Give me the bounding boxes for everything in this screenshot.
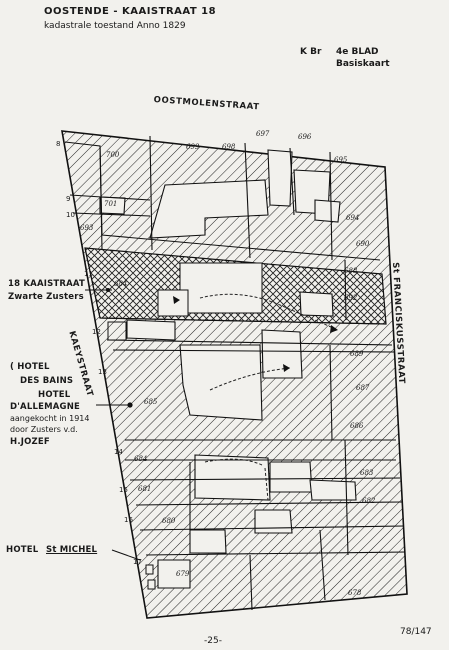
- ref-left: K Br: [300, 47, 322, 57]
- map-subtitle: kadastrale toestand Anno 1829: [44, 21, 186, 31]
- parcel-number: 693: [80, 224, 94, 232]
- hotel-allemagne-label-1: HOTEL: [38, 390, 71, 400]
- house-number: 12: [92, 328, 101, 336]
- document-reference: 78/147: [400, 627, 432, 637]
- purchase-note-1: aangekocht in 1914: [10, 414, 90, 423]
- house-number: 17: [133, 558, 142, 566]
- parcel-number: 687: [356, 384, 370, 392]
- ref-right: 4e BLAD: [336, 47, 379, 57]
- ref-sub: Basiskaart: [336, 59, 390, 69]
- parcel-number: 698: [222, 143, 236, 151]
- parcel-number: 694: [346, 214, 360, 222]
- parcel-number: 697: [256, 130, 270, 138]
- parcel-number: 682: [362, 497, 376, 505]
- parcel-number: 685: [144, 398, 158, 406]
- hotel-michel-name: St MICHEL: [46, 545, 98, 555]
- hotel-bains-label-2: DES BAINS: [20, 376, 74, 386]
- page-number: -25-: [204, 636, 222, 646]
- kaaistraat-label: 18 KAAISTRAAT: [8, 279, 86, 289]
- courtyard-center: [179, 344, 263, 421]
- parcel-number: 686: [350, 422, 364, 430]
- map-title: OOSTENDE - KAAISTRAAT 18: [44, 6, 217, 17]
- house-number: 11: [84, 270, 93, 278]
- parcel-number: 690: [356, 240, 370, 248]
- parcel-number: 684: [134, 455, 148, 463]
- parcel-number: 695: [334, 156, 348, 164]
- parcel-number: 689: [350, 350, 364, 358]
- hotel-michel-prefix: HOTEL: [6, 545, 39, 555]
- hotel-bains-label-1: ( HOTEL: [10, 362, 50, 372]
- house-number: 13: [98, 368, 107, 376]
- house-number: 16: [124, 516, 133, 524]
- parcel-number: 688: [344, 267, 358, 275]
- parcel-number: 692: [344, 294, 358, 302]
- house-number: 10: [66, 211, 75, 219]
- purchase-note-3: H.JOZEF: [10, 437, 50, 447]
- house-number: 9: [66, 195, 71, 203]
- house-number: 8: [56, 140, 61, 148]
- parcel-number: 680: [162, 517, 176, 525]
- parcel-number: 678: [348, 589, 362, 597]
- hotel-allemagne-label-2: D'ALLEMAGNE: [10, 402, 81, 412]
- house-number: 14: [114, 448, 123, 456]
- parcel-number: 683: [360, 469, 374, 477]
- parcel-number: 684: [114, 280, 128, 288]
- parcel-number: 679: [176, 570, 190, 578]
- parcel-number: 696: [298, 133, 312, 141]
- courtyard-top: [149, 179, 269, 239]
- purchase-note-2: door Zusters v.d.: [10, 425, 78, 434]
- zwarte-zusters-label: Zwarte Zusters: [8, 292, 84, 302]
- parcel-number: 701: [104, 200, 118, 208]
- parcel-number: 681: [138, 485, 152, 493]
- parcel-number: 700: [106, 151, 120, 159]
- house-number: 15: [119, 486, 128, 494]
- parcel-number: 699: [186, 143, 200, 151]
